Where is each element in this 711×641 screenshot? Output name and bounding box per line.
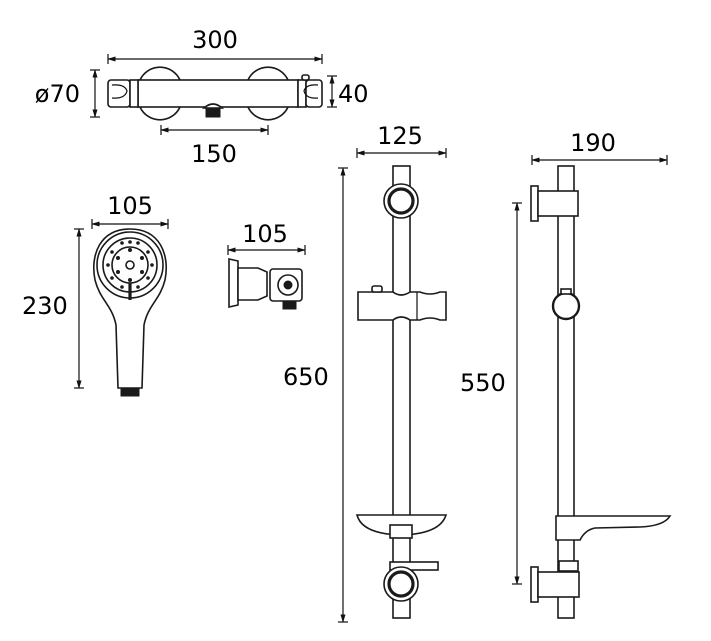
spray-face-centre (125, 260, 135, 270)
rail-front-width-label: 125 (377, 122, 423, 150)
handset-group: 105 230 (22, 192, 169, 397)
rail-side-bottom-wall-plate (530, 566, 539, 603)
rail-side-group: 190 550 (460, 129, 672, 619)
rail-front-group: 125 650 (283, 122, 448, 623)
valve-body (137, 79, 299, 108)
rail-front-top-bracket (387, 187, 415, 215)
handset-width-label: 105 (107, 192, 153, 220)
left-handle (107, 79, 131, 108)
outlet-nut (201, 103, 225, 109)
valve-centres-label: 150 (191, 140, 237, 168)
rail-side-slider (551, 291, 581, 321)
right-wall-disc-bottom (247, 106, 289, 121)
outlet-connector (283, 280, 293, 290)
safety-button (301, 74, 310, 81)
rail-front-bottom-holder (389, 561, 439, 571)
outlet-thread (282, 300, 297, 310)
right-wall-disc-top (247, 66, 289, 81)
rail-side-slider-button (560, 288, 572, 295)
outlet-wall-plate (228, 258, 239, 308)
rail-front-bottom-bracket (387, 570, 415, 598)
rail-side-bottom-bracket (537, 571, 580, 598)
rail-side-projection-label: 190 (570, 129, 616, 157)
rail-side-tube (557, 165, 575, 619)
left-collar (129, 79, 139, 108)
spray-nozzles (106, 240, 154, 289)
handset-connector (120, 387, 140, 397)
valve-width-label: 300 (192, 26, 238, 54)
right-handle (305, 79, 323, 108)
valve-diameter-label: ø70 (35, 80, 80, 108)
rail-front-height-label: 650 (283, 363, 329, 391)
rail-front-slider (357, 291, 447, 321)
rail-side-top-bracket (537, 190, 579, 217)
wall-outlet-group: 105 (227, 220, 306, 310)
outlet-projection-label: 105 (242, 220, 288, 248)
rail-side-top-wall-plate (530, 185, 539, 222)
left-wall-disc-bottom (139, 106, 181, 121)
rail-side-height-label: 550 (460, 369, 506, 397)
rail-front-tube (392, 165, 411, 619)
bar-valve-group: 300 ø70 40 150 (35, 26, 369, 168)
handset-height-label: 230 (22, 292, 68, 320)
valve-depth-label: 40 (338, 80, 369, 108)
rail-side-soap-dish (555, 515, 672, 541)
outlet-body (237, 267, 268, 301)
slider-button (371, 285, 383, 293)
soap-dish-collar (389, 524, 413, 539)
rail-side-collar (558, 560, 579, 572)
outlet-thread (205, 107, 221, 118)
left-wall-disc-top (139, 66, 181, 81)
